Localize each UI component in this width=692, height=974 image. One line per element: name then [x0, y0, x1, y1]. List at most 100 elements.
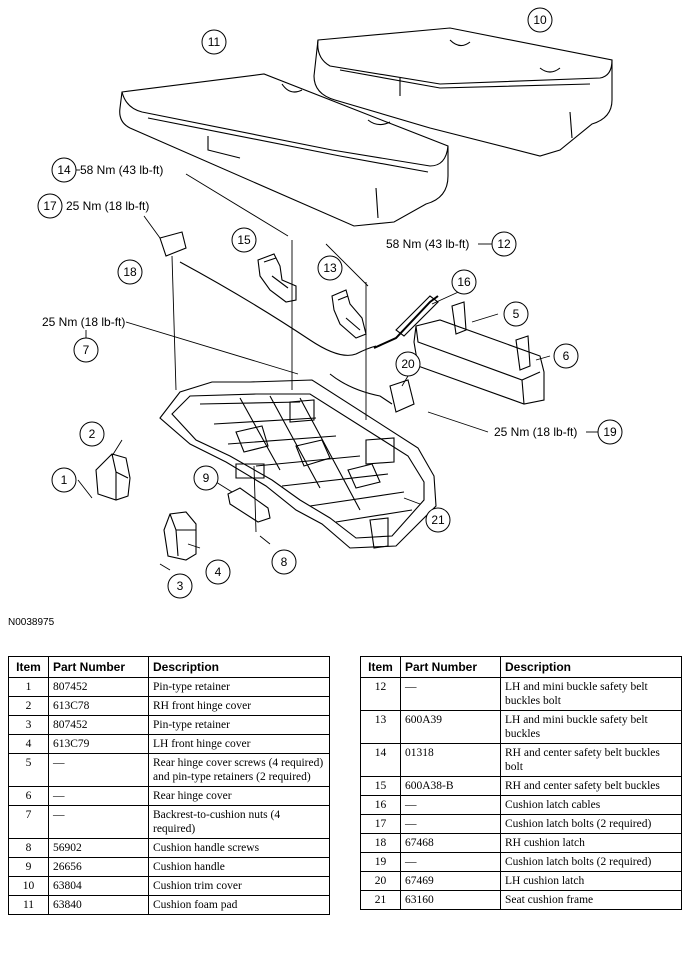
- cell-item: 15: [360, 776, 401, 796]
- cell-part-number: 63840: [48, 895, 149, 915]
- torque-label-17: 25 Nm (18 lb-ft): [66, 199, 149, 213]
- fastener-leaders: [77, 173, 551, 571]
- callout-3: 3: [167, 573, 193, 599]
- callout-18: 18: [117, 259, 143, 285]
- cell-description: RH front hinge cover: [148, 696, 330, 716]
- cell-item: 12: [360, 677, 401, 711]
- header-item: Item: [8, 656, 49, 678]
- parts-table-right: Item Part Number Description 12—LH and m…: [360, 656, 682, 910]
- svg-text:9: 9: [203, 471, 210, 485]
- cell-part-number: 63160: [400, 890, 501, 910]
- buckle-15-drawing: [257, 253, 297, 303]
- lh-front-hinge-cover-drawing: [163, 511, 197, 561]
- callout-12: 12: [491, 231, 517, 257]
- cushion-trim-cover-drawing: [313, 27, 613, 157]
- cushion-latch-cable-drawing: [179, 261, 439, 405]
- callout-16: 16: [451, 269, 477, 295]
- svg-text:1: 1: [61, 473, 68, 487]
- cell-item: 3: [8, 715, 49, 735]
- cell-part-number: 613C79: [48, 734, 149, 754]
- table-header-row: Item Part Number Description: [8, 656, 330, 678]
- cell-item: 19: [360, 852, 401, 872]
- table-row: 17—Cushion latch bolts (2 required): [360, 814, 682, 834]
- cell-part-number: 01318: [400, 743, 501, 777]
- svg-text:10: 10: [533, 13, 547, 27]
- table-row: 6—Rear hinge cover: [8, 786, 330, 806]
- callout-group: 1 2 3 4 5 6 7 8 9 10 11 12 13 14 15 16 1…: [37, 7, 623, 599]
- callout-2: 2: [79, 421, 105, 447]
- cell-item: 18: [360, 833, 401, 853]
- cell-description: LH and mini buckle safety belt buckles b…: [500, 677, 682, 711]
- cell-part-number: —: [48, 753, 149, 787]
- cell-part-number: —: [48, 805, 149, 839]
- table-row: 7—Backrest-to-cushion nuts (4 required): [8, 805, 330, 839]
- callout-6: 6: [553, 343, 579, 369]
- cell-description: Pin-type retainer: [148, 715, 330, 735]
- cell-description: Cushion foam pad: [148, 895, 330, 915]
- lh-cushion-latch-drawing: [389, 379, 415, 413]
- cell-part-number: 56902: [48, 838, 149, 858]
- svg-text:5: 5: [513, 307, 520, 321]
- cell-description: RH cushion latch: [500, 833, 682, 853]
- seat-cushion-frame-drawing: [159, 379, 437, 549]
- cell-description: Backrest-to-cushion nuts (4 required): [148, 805, 330, 839]
- callout-11: 11: [201, 29, 227, 55]
- cell-description: Cushion trim cover: [148, 876, 330, 896]
- cell-part-number: 600A38-B: [400, 776, 501, 796]
- exploded-seat-diagram: 1 2 3 4 5 6 7 8 9 10 11 12 13 14 15 16 1…: [37, 7, 623, 599]
- cell-part-number: 67468: [400, 833, 501, 853]
- table-row: 5—Rear hinge cover screws (4 required) a…: [8, 753, 330, 787]
- cell-item: 8: [8, 838, 49, 858]
- cell-item: 6: [8, 786, 49, 806]
- cell-description: LH and mini buckle safety belt buckles: [500, 710, 682, 744]
- cell-description: LH front hinge cover: [148, 734, 330, 754]
- cell-item: 14: [360, 743, 401, 777]
- callout-10: 10: [527, 7, 553, 33]
- callout-5: 5: [503, 301, 529, 327]
- cell-part-number: 807452: [48, 715, 149, 735]
- svg-text:6: 6: [563, 349, 570, 363]
- cell-item: 1: [8, 677, 49, 697]
- torque-label-7: 25 Nm (18 lb-ft): [42, 315, 125, 329]
- cell-part-number: 807452: [48, 677, 149, 697]
- cell-part-number: —: [400, 852, 501, 872]
- torque-label-14: 58 Nm (43 lb-ft): [80, 163, 163, 177]
- callout-21: 21: [425, 507, 451, 533]
- cell-description: Cushion latch bolts (2 required): [500, 814, 682, 834]
- cell-part-number: 63804: [48, 876, 149, 896]
- torque-label-12: 58 Nm (43 lb-ft): [386, 237, 469, 251]
- cushion-handle-drawing: [227, 487, 271, 523]
- cushion-foam-pad-drawing: [119, 73, 449, 227]
- header-item: Item: [360, 656, 401, 678]
- svg-text:2: 2: [89, 427, 96, 441]
- svg-text:11: 11: [208, 35, 221, 49]
- callout-4: 4: [205, 559, 231, 585]
- cell-description: Pin-type retainer: [148, 677, 330, 697]
- table-row: 16—Cushion latch cables: [360, 795, 682, 815]
- svg-text:17: 17: [43, 199, 57, 213]
- cell-description: Cushion handle screws: [148, 838, 330, 858]
- cell-part-number: —: [400, 677, 501, 711]
- cell-description: Rear hinge cover screws (4 required) and…: [148, 753, 330, 787]
- callout-7: 7: [73, 337, 99, 363]
- cell-description: RH and center safety belt buckles bolt: [500, 743, 682, 777]
- cell-description: LH cushion latch: [500, 871, 682, 891]
- cell-part-number: —: [48, 786, 149, 806]
- cell-description: Cushion latch bolts (2 required): [500, 852, 682, 872]
- table-row: 12—LH and mini buckle safety belt buckle…: [360, 677, 682, 711]
- header-part-number: Part Number: [48, 656, 149, 678]
- cell-item: 20: [360, 871, 401, 891]
- callout-1: 1: [51, 467, 77, 493]
- svg-text:7: 7: [83, 343, 90, 357]
- svg-text:3: 3: [177, 579, 184, 593]
- rh-front-hinge-cover-drawing: [95, 453, 131, 501]
